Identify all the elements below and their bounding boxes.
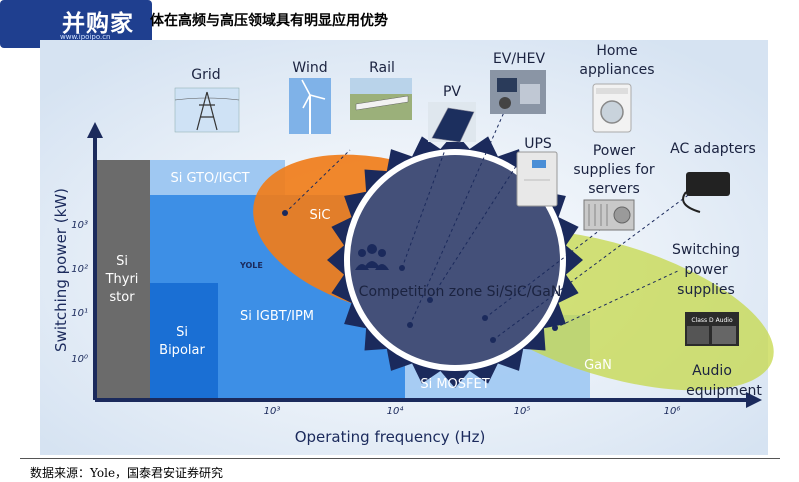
region-si-thyristor xyxy=(95,160,150,400)
label-si-igbt: Si IGBT/IPM xyxy=(240,309,314,324)
x-axis-label: Operating frequency (Hz) xyxy=(295,428,486,446)
source-note: 数据来源：Yole，国泰君安证券研究 xyxy=(30,466,224,480)
washing-machine-image xyxy=(592,83,632,133)
competition-zone-ring xyxy=(344,149,566,371)
y-tick-label: 10¹ xyxy=(71,308,88,319)
svg-text:Home: Home xyxy=(596,43,637,59)
svg-text:Class D Audio: Class D Audio xyxy=(691,317,733,324)
svg-text:Audio: Audio xyxy=(692,363,732,379)
yole-watermark: YOLE xyxy=(239,261,263,270)
label-pv: PV xyxy=(443,84,461,100)
label-power-supplies: Power supplies for servers xyxy=(573,143,655,197)
svg-text:Thyri: Thyri xyxy=(105,272,139,287)
y-axis xyxy=(87,122,103,400)
label-si-thyristor: Si Thyri stor xyxy=(105,254,139,305)
people-group-icon xyxy=(355,244,389,270)
svg-text:Switching: Switching xyxy=(672,242,740,258)
label-si-gto: Si GTO/IGCT xyxy=(170,171,249,186)
svg-text:power: power xyxy=(684,262,728,278)
label-si-bipolar: Si Bipolar xyxy=(159,325,205,358)
ev-engine-image xyxy=(490,70,546,114)
brand-logo-url: www.ipoipo.cn xyxy=(60,33,111,41)
y-axis-label: Switching power (kW) xyxy=(52,188,70,352)
label-audio-equipment: Audio equipment xyxy=(686,363,762,399)
label-ev: EV/HEV xyxy=(493,51,546,67)
svg-text:supplies: supplies xyxy=(677,282,735,298)
y-tick-label: 10² xyxy=(71,264,88,275)
label-gan: GaN xyxy=(584,358,612,373)
ac-adapter-image xyxy=(682,172,730,213)
label-ac-adapters: AC adapters xyxy=(670,141,756,157)
audio-amplifier-image: Class D Audio xyxy=(685,312,739,346)
label-wind: Wind xyxy=(292,60,327,76)
svg-text:appliances: appliances xyxy=(579,62,654,78)
pointer-dots xyxy=(282,210,558,343)
grid-pylon-image xyxy=(174,87,240,133)
label-rail: Rail xyxy=(369,60,395,76)
region-si-bipolar xyxy=(150,283,218,400)
label-si-mosfet: Si MOSFET xyxy=(420,377,489,392)
x-tick-label: 10³ xyxy=(264,406,281,417)
x-tick-label: 10⁶ xyxy=(664,406,681,417)
label-grid: Grid xyxy=(191,67,220,83)
label-ups: UPS xyxy=(524,136,552,152)
y-tick-label: 10⁰ xyxy=(71,354,88,365)
wind-turbine-image xyxy=(289,78,331,134)
svg-text:stor: stor xyxy=(109,290,135,305)
label-switching-power: Switching power supplies xyxy=(672,242,740,298)
label-sic: SiC xyxy=(310,208,331,223)
svg-text:supplies for: supplies for xyxy=(573,162,655,178)
x-axis xyxy=(95,392,762,408)
x-tick-label: 10⁵ xyxy=(514,406,531,417)
svg-text:servers: servers xyxy=(588,181,640,197)
rail-train-image xyxy=(350,78,412,120)
brand-logo-text: 并购家 xyxy=(62,11,134,37)
svg-text:equipment: equipment xyxy=(686,383,762,399)
svg-text:Si: Si xyxy=(116,254,128,269)
label-home-appliances: Home appliances xyxy=(579,43,654,78)
ups-device-image xyxy=(516,151,558,207)
svg-text:Bipolar: Bipolar xyxy=(159,343,205,358)
svg-text:Power: Power xyxy=(593,143,636,159)
server-psu-image xyxy=(583,199,635,231)
y-tick-label: 10³ xyxy=(71,220,88,231)
x-tick-label: 10⁴ xyxy=(387,405,404,417)
application-pointer-lines xyxy=(284,109,696,341)
footer-divider xyxy=(20,458,780,459)
pv-panel-image xyxy=(428,102,476,143)
svg-text:Si: Si xyxy=(176,325,188,340)
page-title: 体在高频与高压领域具有明显应用优势 xyxy=(150,13,388,29)
label-competition-zone: Competition zone Si/SiC/GaN xyxy=(359,284,562,300)
